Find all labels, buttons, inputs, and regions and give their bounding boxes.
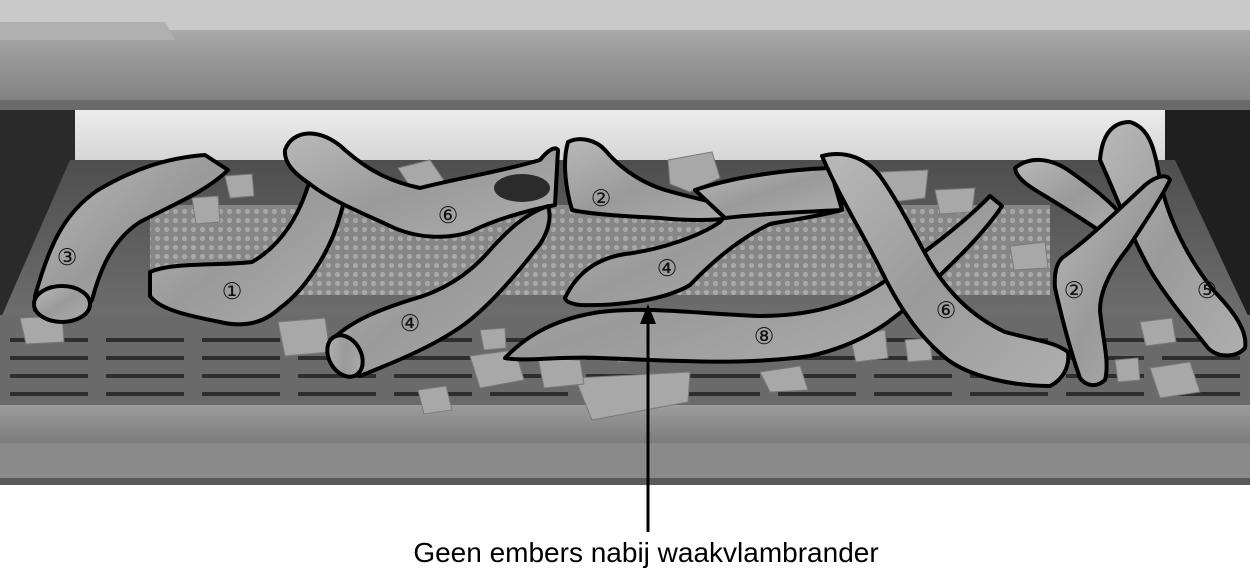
vent-slot [1066, 392, 1144, 396]
vent-slot [106, 338, 184, 342]
top-frame-edge [0, 100, 1250, 110]
ember-chip [278, 318, 330, 356]
vent-slot [874, 392, 952, 396]
vent-slot [970, 392, 1048, 396]
top-frame-lip [0, 0, 1250, 30]
ember-chip [418, 386, 452, 414]
vent-slot [682, 374, 760, 378]
vent-slot [682, 392, 760, 396]
ember-chip [192, 196, 220, 224]
log-label: ⑧ [754, 323, 775, 349]
log-label: ② [1064, 277, 1085, 303]
vent-slot [202, 392, 280, 396]
vent-slot [106, 356, 184, 360]
log-label: ① [222, 278, 243, 304]
vent-slot [10, 392, 88, 396]
vent-slot [10, 356, 88, 360]
ember-chip [1140, 318, 1176, 346]
vent-slot [202, 374, 280, 378]
log-label: ② [591, 185, 612, 211]
vent-slot [778, 392, 856, 396]
log-6-char-spot [494, 174, 550, 202]
vent-slot [106, 374, 184, 378]
caption-text: Geen embers nabij waakvlambrander [413, 537, 878, 568]
ember-chip [538, 358, 584, 388]
vent-slot [394, 374, 472, 378]
ember-chip [225, 174, 254, 198]
log-label: ⑥ [936, 297, 957, 323]
ember-chip [480, 328, 506, 350]
log-label: ④ [400, 310, 421, 336]
front-rail-shadow [0, 478, 1250, 485]
vent-slot [10, 374, 88, 378]
vent-slot [202, 338, 280, 342]
ember-chip [1010, 242, 1048, 270]
vent-slot [874, 374, 952, 378]
vent-slot [298, 392, 376, 396]
ember-chip [935, 188, 975, 214]
log-label: ④ [657, 255, 678, 281]
vent-slot [490, 392, 568, 396]
log-label: ③ [57, 244, 78, 270]
top-frame-notch [0, 22, 175, 40]
log-label: ⑤ [1197, 277, 1218, 303]
vent-slot [202, 356, 280, 360]
log-3-end [34, 286, 90, 322]
log-label: ⑥ [438, 202, 459, 228]
vent-slot [106, 392, 184, 396]
firebox-back [75, 110, 1170, 160]
ember-chip [1115, 358, 1140, 382]
